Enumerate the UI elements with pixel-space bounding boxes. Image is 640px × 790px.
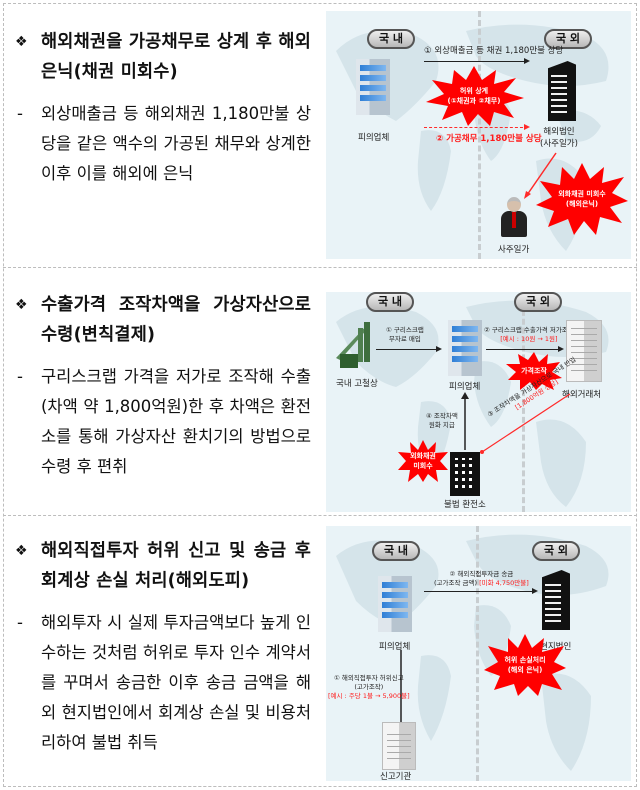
section-1-body: - 외상매출금 등 해외채권 1,180만불 상당을 같은 액수의 가공된 채무… xyxy=(11,99,311,189)
diamond-bullet-icon: ❖ xyxy=(15,543,28,559)
agency-label: 신고기관 xyxy=(380,772,412,781)
illegal-exchange-building-icon xyxy=(450,452,480,496)
domestic-badge: 국 내 xyxy=(367,29,415,49)
diagram-bond-offset: 국 내 국 외 피의업체 ① 외상매출금 등 채권 1,180만불 상당 허위 … xyxy=(326,11,631,259)
scrap-dealer-plant-icon xyxy=(336,322,370,368)
section-1: ❖ 해외채권을 가공채무로 상계 후 해외 은닉(채권 미회수) - 외상매출금… xyxy=(3,3,637,268)
arrow2-label: ② 해외직접투자금 송금(고가조작 금액) [미화 4,750만불] xyxy=(434,570,529,587)
local-corp-label: 현지법인 xyxy=(540,642,572,652)
section-2-text: ❖ 수출가격 조작차액을 가상자산으로 수령(변칙결제) - 구리스크랩 가격을… xyxy=(11,290,311,482)
receivable-arrow xyxy=(424,57,530,64)
company-building-icon xyxy=(378,576,412,632)
reporting-agency-building-icon xyxy=(382,722,416,770)
company-label: 피의업체 xyxy=(379,642,411,652)
payout-arrow xyxy=(461,392,469,450)
domestic-overseas-divider xyxy=(522,292,525,512)
dash-bullet-icon: - xyxy=(17,367,23,386)
owner-family-label: 사주일가 xyxy=(498,245,530,255)
diamond-bullet-icon: ❖ xyxy=(15,297,28,313)
dash-bullet-icon: - xyxy=(17,613,23,632)
company-building-icon xyxy=(448,320,482,376)
unrecovered-bond-burst: 외화채권 미회수(해외은닉) xyxy=(536,163,628,235)
section-3: ❖ 해외직접투자 허위 신고 및 송금 후 회계상 손실 처리(해외도피) - … xyxy=(3,516,637,787)
false-offset-burst: 허위 상계(①채권과 ②채무) xyxy=(424,66,524,126)
overseas-buyer-building-icon xyxy=(566,320,602,382)
overseas-corp-building-icon xyxy=(548,61,576,121)
purchase-arrow xyxy=(376,345,442,352)
crypto-transfer-arrow xyxy=(480,393,571,454)
exchange-label: 불법 환전소 xyxy=(444,500,486,510)
section-3-text: ❖ 해외직접투자 허위 신고 및 송금 후 회계상 손실 처리(해외도피) - … xyxy=(11,536,311,758)
domestic-badge: 국 내 xyxy=(372,541,420,561)
price-manipulation-burst: 가격조작 xyxy=(506,352,562,390)
overseas-badge: 국 외 xyxy=(544,29,592,49)
section-2-body: - 구리스크랩 가격을 저가로 조작해 수출(차액 약 1,800억원)한 후 … xyxy=(11,362,311,482)
section-2-heading: ❖ 수출가격 조작차액을 가상자산으로 수령(변칙결제) xyxy=(11,290,311,350)
domestic-overseas-divider xyxy=(476,526,479,781)
fake-debt-arrow xyxy=(424,123,530,130)
company-label: 피의업체 xyxy=(358,133,390,143)
buyer-label: 해외거래처 xyxy=(562,390,602,400)
concealment-arrow xyxy=(524,152,557,199)
section-1-heading: ❖ 해외채권을 가공채무로 상계 후 해외 은닉(채권 미회수) xyxy=(11,27,311,87)
overseas-badge: 국 외 xyxy=(514,292,562,312)
arrow1-label: ① 외상매출금 등 채권 1,180만불 상당 xyxy=(424,46,564,56)
domestic-overseas-divider xyxy=(478,11,481,259)
company-building-icon xyxy=(356,59,390,115)
arrow1-label: ① 해외직접투자 허위신고(고가조작)[예시 : 주당 1불 → 5,900불] xyxy=(328,674,410,700)
export-arrow xyxy=(486,345,564,352)
diagram-fdi-false-report: 국 내 국 외 피의업체 ② 해외직접투자금 송금(고가조작 금액) [미화 4… xyxy=(326,526,631,781)
owner-family-icon xyxy=(499,197,529,237)
section-2: ❖ 수출가격 조작차액을 가상자산으로 수령(변칙결제) - 구리스크랩 가격을… xyxy=(3,268,637,516)
dash-bullet-icon: - xyxy=(17,104,23,123)
overseas-corp-label: 해외법인(사주일가) xyxy=(540,127,578,149)
false-loss-burst: 허위 손실처리(해외 은닉) xyxy=(484,634,566,696)
section-3-body: - 해외투자 시 실제 투자금액보다 높게 인수하는 것처럼 허위로 투자 인수… xyxy=(11,608,311,758)
diamond-bullet-icon: ❖ xyxy=(15,34,28,50)
section-3-heading: ❖ 해외직접투자 허위 신고 및 송금 후 회계상 손실 처리(해외도피) xyxy=(11,536,311,596)
domestic-badge: 국 내 xyxy=(366,292,414,312)
local-corp-building-icon xyxy=(542,570,570,630)
company-label: 피의업체 xyxy=(449,382,481,392)
section-1-text: ❖ 해외채권을 가공채무로 상계 후 해외 은닉(채권 미회수) - 외상매출금… xyxy=(11,27,311,189)
scrap-dealer-label: 국내 고철상 xyxy=(336,379,378,389)
overseas-badge: 국 외 xyxy=(532,541,580,561)
arrow2-label: ② 가공채무 1,180만불 상당 xyxy=(436,134,542,144)
remittance-arrow xyxy=(424,587,538,594)
arrow2-label: ② 구리스크랩 수출가격 저가조작[예시 : 10원 → 1원] xyxy=(484,326,574,343)
